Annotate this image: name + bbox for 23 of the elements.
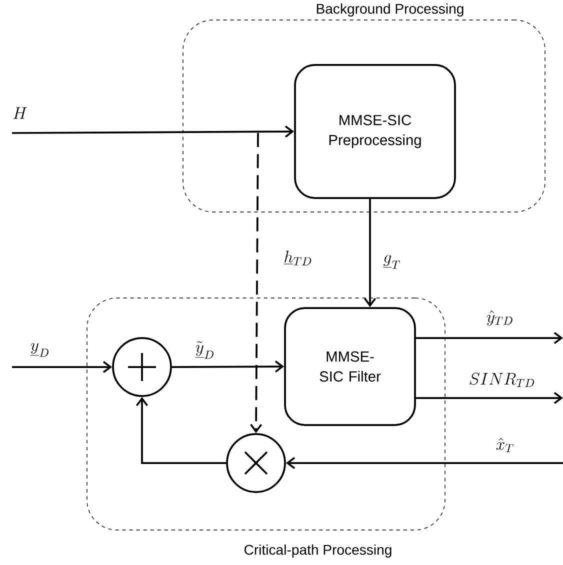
arrow: [12, 126, 294, 138]
arrow: [416, 332, 563, 344]
process-box: MMSE-SIC Filter: [284, 307, 416, 426]
multiplier-circle: [226, 433, 286, 493]
node-label: Critical-path Processing: [244, 544, 392, 558]
edge-label: $\underline{g}_{T}$: [383, 255, 400, 269]
process-box: MMSE-SIC Preprocessing: [294, 64, 456, 199]
arrow: [416, 392, 563, 404]
arrow: [172, 360, 284, 373]
arrow: [12, 360, 112, 374]
adder-circle: [112, 337, 172, 397]
edge-label: $SINR_{TD}$: [470, 372, 534, 388]
edge-label: $\underline{y}_{D}$: [30, 343, 48, 357]
edge-label: $\hat{x}_{T}$: [496, 438, 514, 452]
arrow: [364, 198, 376, 308]
edge-label: $\tilde{\underline{y}}_{D}$: [195, 341, 214, 359]
edge-label: $\underline{h}_{TD}$: [284, 250, 312, 266]
node-label: Background Processing: [316, 3, 464, 17]
edge-label: $\hat{y}_{TD}$: [486, 310, 512, 326]
arrow: [286, 456, 563, 470]
arrow: [136, 396, 226, 464]
arrow: [250, 133, 262, 434]
edge-label: $H$: [13, 107, 27, 119]
